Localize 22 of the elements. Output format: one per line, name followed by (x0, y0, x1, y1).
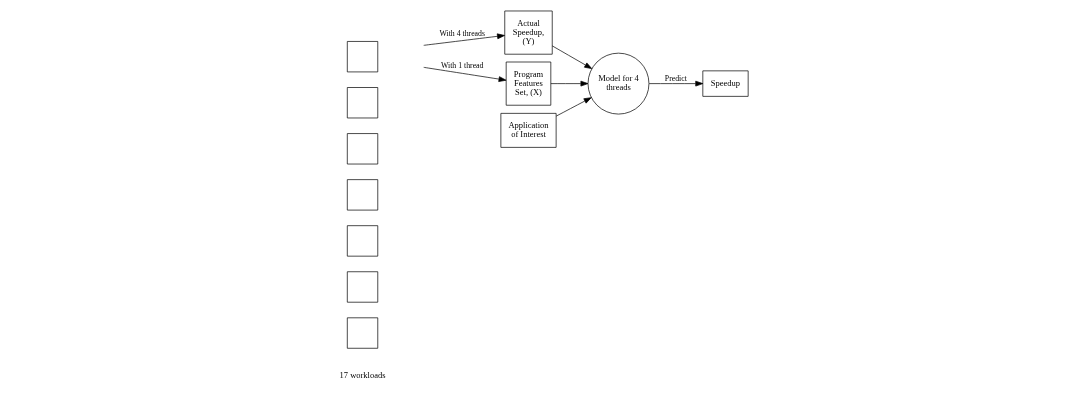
arrow (422, 66, 506, 82)
edge-label: With 1 thread (440, 60, 483, 70)
arrow (648, 80, 703, 87)
node-box (346, 41, 378, 73)
node-box: Speedup (701, 70, 749, 97)
node-box (346, 225, 378, 257)
node-circle: Model for 4 threads (587, 52, 649, 115)
edge-label: With 4 threads (439, 29, 485, 38)
label: 17 workloads (339, 370, 386, 381)
node-box: Application of Interest (500, 113, 556, 148)
edge-label: Predict (664, 74, 687, 84)
node-box: Actual Speedup, (Y) (503, 10, 553, 55)
arrow (422, 33, 505, 46)
node-box (346, 317, 378, 349)
arrow (551, 45, 592, 69)
node-box: Program Features Set, (X) (505, 61, 551, 106)
arrow (550, 80, 588, 87)
node-box (346, 179, 378, 211)
node-box (346, 87, 378, 119)
arrow (555, 97, 592, 117)
node-box (346, 133, 378, 165)
node-box (346, 271, 378, 303)
